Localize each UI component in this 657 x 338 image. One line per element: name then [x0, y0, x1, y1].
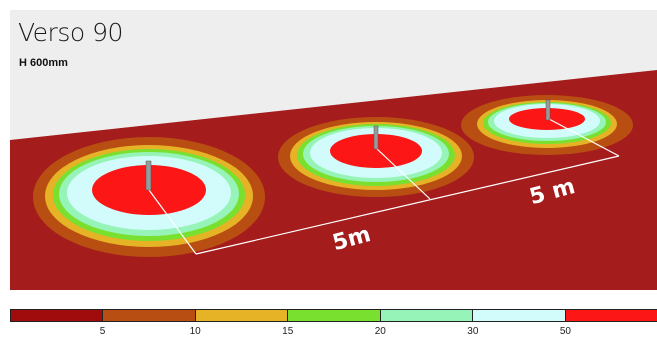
connector-right [548, 118, 620, 157]
pool-middle [278, 117, 474, 197]
scale-segment [103, 310, 196, 321]
page-title: Verso 90 [18, 18, 123, 47]
scale-tick-label: 15 [282, 326, 294, 337]
scale-segment [11, 310, 104, 321]
scale-segment [195, 310, 289, 321]
pool-right [461, 95, 633, 155]
scale-tick-label: 10 [189, 326, 201, 337]
pool-left [33, 137, 265, 257]
scale-tick-label: 50 [559, 326, 571, 337]
connector-middle [375, 147, 431, 200]
wall-backdrop [10, 10, 657, 140]
bollard-right [545, 99, 551, 121]
scale-segment [288, 310, 381, 321]
connector-left [148, 189, 197, 255]
scale-tick-label: 30 [467, 326, 479, 337]
illuminance-scene [10, 10, 657, 290]
baseline [195, 155, 620, 255]
scale-segment [565, 310, 657, 321]
guide-lines [148, 118, 620, 255]
bollard-middle [373, 125, 379, 150]
illuminance-scale [10, 309, 657, 322]
scale-segment [473, 310, 566, 321]
mounting-height-label: H 600mm [19, 57, 68, 69]
contour-50 [330, 134, 422, 168]
scale-tick-label: 20 [374, 326, 386, 337]
scale-tick-label: 5 [99, 326, 106, 337]
scale-segment [380, 310, 474, 321]
bollard-left [145, 160, 152, 191]
bollards [145, 99, 551, 191]
